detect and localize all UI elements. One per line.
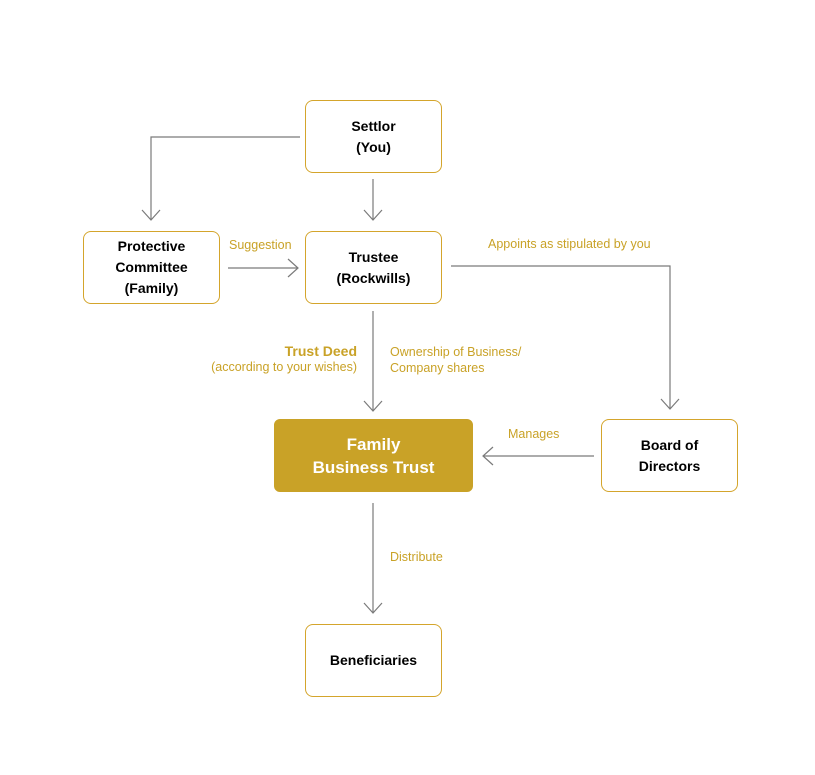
trustee-node: Trustee (Rockwills) <box>305 231 442 304</box>
protective-committee-label-1: Protective <box>117 238 186 254</box>
ownership-label: Ownership of Business/ Company shares <box>390 344 521 376</box>
arrowhead-manages <box>482 446 494 466</box>
suggestion-label: Suggestion <box>229 238 292 252</box>
ownership-label-1: Ownership of Business/ <box>390 345 522 359</box>
appoints-label: Appoints as stipulated by you <box>488 237 651 251</box>
edge-settlor-to-protective-committee <box>150 136 300 220</box>
board-of-directors-label-1: Board of <box>640 436 699 453</box>
family-business-trust-label-2: Business Trust <box>312 457 435 477</box>
family-business-trust-node: Family Business Trust <box>274 419 473 492</box>
trustee-sublabel: (Rockwills) <box>336 269 411 286</box>
trustee-label: Trustee <box>348 248 399 265</box>
trust-deed-label: Trust Deed (according to your wishes) <box>211 343 357 375</box>
ownership-label-2: Company shares <box>390 361 485 375</box>
board-of-directors-label-2: Directors <box>638 457 701 474</box>
beneficiaries-node: Beneficiaries <box>305 624 442 697</box>
distribute-label: Distribute <box>390 550 443 564</box>
arrowhead-beneficiaries <box>363 602 383 614</box>
trust-deed-subtitle: (according to your wishes) <box>211 360 357 374</box>
trust-deed-title: Trust Deed <box>284 343 357 359</box>
arrowhead-board-of-directors <box>660 398 680 410</box>
protective-committee-label-2: Committee <box>115 259 188 275</box>
arrowhead-trustee <box>363 209 383 221</box>
settlor-sublabel: (You) <box>356 138 391 155</box>
board-of-directors-node: Board of Directors <box>601 419 738 492</box>
settlor-node: Settlor (You) <box>305 100 442 173</box>
manages-label: Manages <box>508 427 560 441</box>
arrowhead-suggestion <box>287 258 299 278</box>
beneficiaries-label: Beneficiaries <box>329 652 418 668</box>
protective-committee-node: Protective Committee (Family) <box>83 231 220 304</box>
protective-committee-label-3: (Family) <box>124 280 179 296</box>
arrowhead-protective-committee <box>141 209 161 221</box>
family-business-trust-label-1: Family <box>346 434 401 454</box>
edge-appoints <box>451 265 671 409</box>
arrowhead-family-business-trust <box>363 400 383 412</box>
settlor-label: Settlor <box>351 117 396 134</box>
